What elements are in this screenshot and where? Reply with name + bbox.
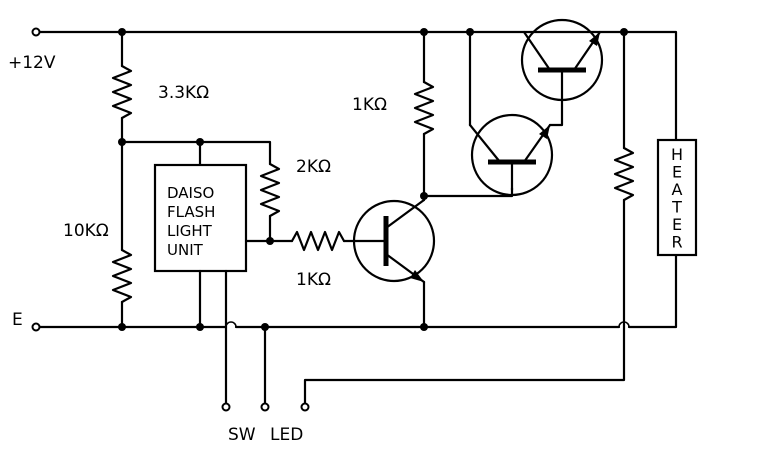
resistor-base-1k-label: 1KΩ xyxy=(296,270,331,290)
flash-unit-label-line: UNIT xyxy=(167,241,204,259)
junction-dot xyxy=(266,237,274,245)
transistor-main xyxy=(352,199,436,283)
transistor-driver-collector xyxy=(468,123,502,164)
ground-label: E xyxy=(12,310,23,330)
junction-dot xyxy=(420,28,428,36)
right-resistor-wire-bottom xyxy=(303,198,626,406)
junction-dot xyxy=(196,138,204,146)
supply-terminal[interactable] xyxy=(31,27,41,37)
heater-label: H E A T E R xyxy=(671,145,683,252)
led-terminal[interactable] xyxy=(260,402,270,412)
resistor-right xyxy=(613,146,635,202)
supply-rail xyxy=(34,30,678,142)
junction-dot xyxy=(466,28,474,36)
supply-label: +12V xyxy=(8,53,56,73)
junction-dot xyxy=(261,323,269,331)
resistor-3k3 xyxy=(111,64,133,120)
transistor-power-emitter-arrow xyxy=(589,32,600,46)
flash-unit-label-line: LIGHT xyxy=(167,222,213,240)
resistor-base-1k xyxy=(290,230,346,252)
junction-dot xyxy=(118,323,126,331)
resistor-3k3-label: 3.3KΩ xyxy=(158,83,209,103)
flash-unit-label-line: FLASH xyxy=(167,203,215,221)
resistor-10k-label: 10KΩ xyxy=(63,221,109,241)
heater-label-letter: T xyxy=(671,198,682,217)
junction-dot xyxy=(118,28,126,36)
flash-unit-box xyxy=(153,163,248,273)
junction-dot xyxy=(420,323,428,331)
resistor-collector-1k xyxy=(413,80,435,136)
resistor-collector-1k-label: 1KΩ xyxy=(352,95,387,115)
led-label: LED xyxy=(270,425,303,445)
feedback-wire xyxy=(120,140,272,166)
transistor-main-emitter-arrow xyxy=(410,270,424,282)
sw-terminal[interactable] xyxy=(221,402,231,412)
sw-label: SW xyxy=(228,425,256,445)
heater-label-letter: A xyxy=(672,180,683,199)
heater-label-letter: E xyxy=(672,215,682,234)
ground-terminal[interactable] xyxy=(31,322,41,332)
transistor-power-collector xyxy=(522,30,552,72)
transistor-main-collector xyxy=(384,198,426,230)
flash-unit-label: DAISO FLASH LIGHT UNIT xyxy=(167,184,215,259)
junction-dot xyxy=(118,138,126,146)
flash-unit-label-line: DAISO xyxy=(167,184,214,202)
resistor-2k xyxy=(259,162,281,218)
transistor-driver-emitter-arrow xyxy=(539,125,550,139)
driver-emitter-to-power-base xyxy=(548,98,564,127)
ground-rail-right xyxy=(627,253,678,329)
heater-box xyxy=(656,138,698,257)
resistor-10k xyxy=(111,248,133,304)
junction-dot xyxy=(620,28,628,36)
heater-label-letter: E xyxy=(672,163,682,182)
heater-return-terminal[interactable] xyxy=(300,402,310,412)
transistor-driver xyxy=(470,113,554,197)
junction-dot xyxy=(420,192,428,200)
crossover-hop-sw xyxy=(225,321,237,328)
junction-dot xyxy=(196,323,204,331)
heater-label-letter: R xyxy=(671,233,682,252)
resistor-2k-label: 2KΩ xyxy=(296,157,331,177)
heater-label-letter: H xyxy=(671,145,683,164)
